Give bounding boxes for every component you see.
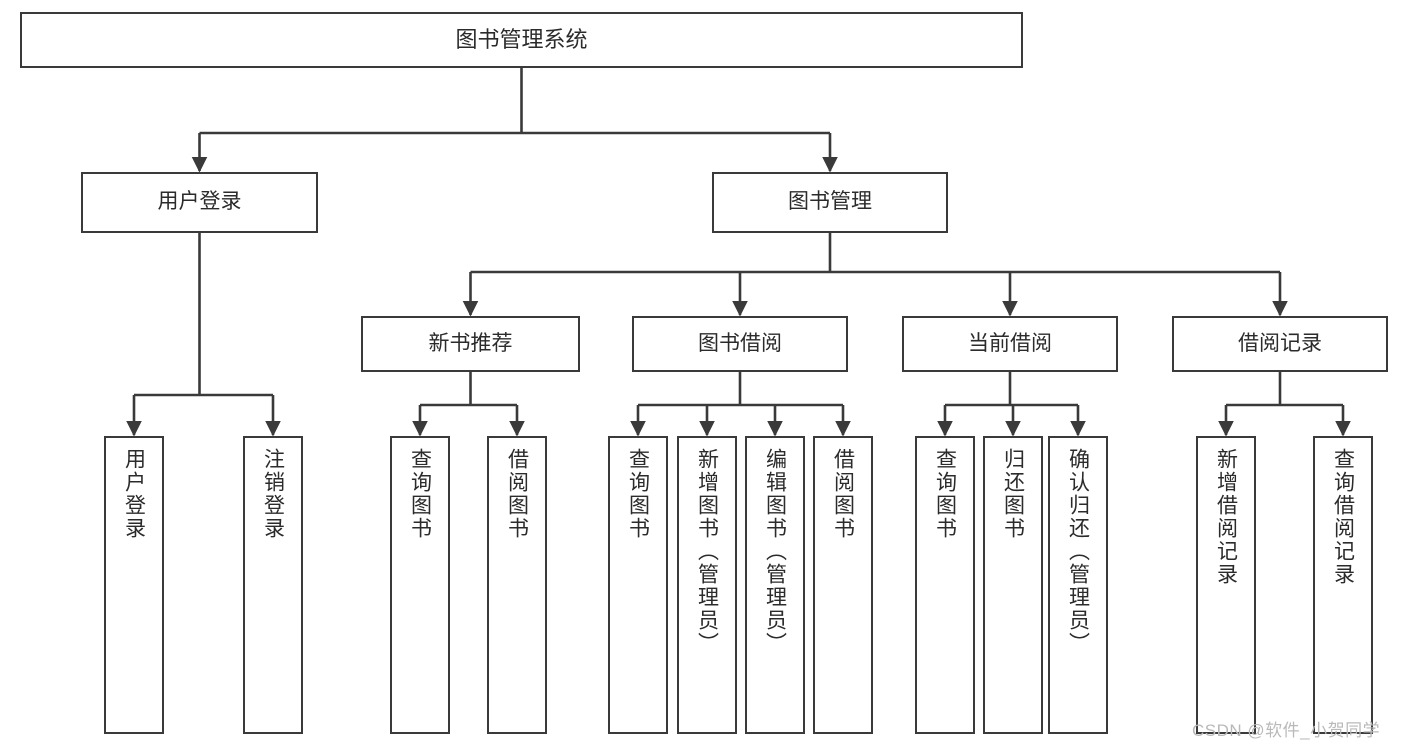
node-borrow[interactable]: 图书借阅 — [632, 316, 848, 372]
node-label: 用户登录 — [157, 190, 242, 214]
node-label: 新增借阅记录 — [1214, 448, 1238, 586]
node-l-cu-confirm[interactable]: 确认归还（管理员） — [1048, 436, 1108, 734]
node-bookmgmt[interactable]: 图书管理 — [712, 172, 948, 233]
node-label: 确认归还（管理员） — [1066, 448, 1090, 655]
node-label: 用户登录 — [122, 448, 146, 540]
node-label: 借阅图书 — [505, 448, 529, 540]
node-label: 当前借阅 — [968, 331, 1052, 355]
node-newbook[interactable]: 新书推荐 — [361, 316, 580, 372]
node-l-nb-query[interactable]: 查询图书 — [390, 436, 450, 734]
watermark: CSDN @软件_小贺同学 — [1192, 721, 1381, 740]
node-label: 借阅记录 — [1238, 331, 1322, 355]
node-label: 借阅图书 — [831, 448, 855, 540]
node-label: 查询图书 — [933, 448, 957, 540]
node-l-bo-edit[interactable]: 编辑图书（管理员） — [745, 436, 805, 734]
node-label: 新书推荐 — [428, 331, 513, 355]
node-l-logout[interactable]: 注销登录 — [243, 436, 303, 734]
node-label: 查询借阅记录 — [1331, 448, 1355, 586]
node-l-re-query[interactable]: 查询借阅记录 — [1313, 436, 1373, 734]
node-l-bo-lend[interactable]: 借阅图书 — [813, 436, 873, 734]
node-current[interactable]: 当前借阅 — [902, 316, 1118, 372]
node-l-bo-add[interactable]: 新增图书（管理员） — [677, 436, 737, 734]
node-login[interactable]: 用户登录 — [81, 172, 318, 233]
node-label: 图书管理系统 — [455, 27, 588, 53]
node-records[interactable]: 借阅记录 — [1172, 316, 1388, 372]
node-label: 查询图书 — [626, 448, 650, 540]
node-label: 编辑图书（管理员） — [763, 448, 787, 655]
node-label: 归还图书 — [1001, 448, 1025, 540]
node-l-re-add[interactable]: 新增借阅记录 — [1196, 436, 1256, 734]
node-l-cu-query[interactable]: 查询图书 — [915, 436, 975, 734]
node-l-bo-query[interactable]: 查询图书 — [608, 436, 668, 734]
node-root[interactable]: 图书管理系统 — [20, 12, 1023, 68]
node-l-userlogin[interactable]: 用户登录 — [104, 436, 164, 734]
node-l-nb-borrow[interactable]: 借阅图书 — [487, 436, 547, 734]
node-label: 图书借阅 — [698, 331, 782, 355]
node-label: 新增图书（管理员） — [695, 448, 719, 655]
node-label: 图书管理 — [788, 190, 872, 214]
node-label: 查询图书 — [408, 448, 432, 540]
node-l-cu-return[interactable]: 归还图书 — [983, 436, 1043, 734]
node-label: 注销登录 — [261, 448, 285, 540]
